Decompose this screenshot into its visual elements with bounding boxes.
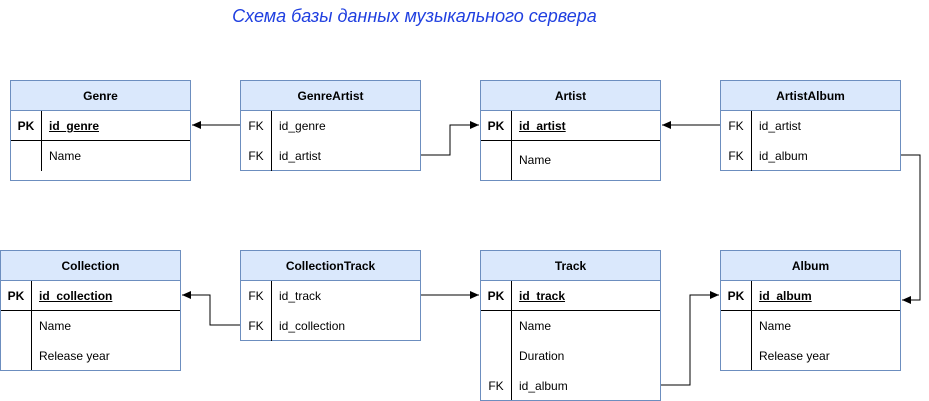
field-name: id_genre [279,119,326,133]
table-album[interactable]: Album PK id_album Name Release year [720,250,901,371]
field-name: id_artist [279,149,322,163]
table-row: FK id_album [481,371,660,401]
column-divider [751,281,752,370]
diagram-title: Схема базы данных музыкального сервера [232,6,597,26]
table-row: FK id_artist [241,141,420,171]
table-genre-header: Genre [11,81,190,111]
field-name: Name [49,149,82,163]
link-collectiontrack-collection [182,291,240,326]
table-genre-artist[interactable]: GenreArtist FK id_genre FK id_artist [240,80,421,171]
field-name: id_artist [519,119,566,133]
column-divider [31,281,32,370]
field-name: Duration [519,349,565,363]
table-track[interactable]: Track PK id_track Name Duration FK id_al… [480,250,661,401]
table-artist[interactable]: Artist PK id_artist Name [480,80,661,181]
column-divider [751,111,752,171]
table-row: PK id_track [481,281,660,311]
field-name: Name [759,319,792,333]
table-row: Name [11,141,190,171]
table-row: PK id_genre [11,111,190,141]
key-label: PK [17,119,35,133]
table-row: PK id_album [721,281,900,311]
table-row: Duration [481,341,660,371]
key-label: PK [487,119,505,133]
key-label: FK [728,119,744,133]
field-name: Name [519,153,552,167]
table-row: Release year [721,341,900,371]
table-collection[interactable]: Collection PK id_collection Name Release… [0,250,181,371]
table-artist-header: Artist [481,81,660,111]
table-row: FK id_artist [721,111,900,141]
table-track-header: Track [481,251,660,281]
table-row: Name [1,311,180,341]
key-label: FK [248,119,264,133]
column-divider [41,111,42,171]
link-artistalbum-album [901,154,921,304]
table-row: Name [481,141,660,179]
table-row: PK id_artist [481,111,660,141]
link-genreartist-artist [421,121,479,156]
field-name: id_artist [759,119,802,133]
column-divider [271,111,272,171]
field-name: id_album [519,379,568,393]
column-divider [271,281,272,341]
field-name: Release year [759,349,830,363]
key-label: FK [488,379,504,393]
table-album-header: Album [721,251,900,281]
field-name: Name [519,319,552,333]
key-label: FK [728,149,744,163]
field-name: id_track [519,289,566,303]
table-artist-album[interactable]: ArtistAlbum FK id_artist FK id_album [720,80,901,171]
column-divider [511,111,512,180]
table-row: FK id_collection [241,311,420,341]
field-name: id_album [759,289,812,303]
field-name: Name [39,319,72,333]
key-label: PK [487,289,505,303]
column-divider [511,281,512,400]
table-genre[interactable]: Genre PK id_genre Name [10,80,191,181]
field-name: id_collection [39,289,113,303]
table-genre-artist-header: GenreArtist [241,81,420,111]
field-name: id_track [279,289,322,303]
field-name: id_genre [49,119,100,133]
key-label: FK [248,149,264,163]
table-collection-track[interactable]: CollectionTrack FK id_track FK id_collec… [240,250,421,341]
table-collection-header: Collection [1,251,180,281]
table-row: FK id_genre [241,111,420,141]
key-label: FK [248,319,264,333]
table-artist-album-header: ArtistAlbum [721,81,900,111]
table-row: Name [721,311,900,341]
table-row: FK id_track [241,281,420,311]
table-row: FK id_album [721,141,900,171]
table-row: Name [481,311,660,341]
key-label: PK [727,289,745,303]
field-name: Release year [39,349,110,363]
field-name: id_collection [279,319,346,333]
table-row: PK id_collection [1,281,180,311]
key-label: FK [248,289,264,303]
link-track-album [661,291,719,386]
table-collection-track-header: CollectionTrack [241,251,420,281]
field-name: id_album [759,149,808,163]
table-row: Release year [1,341,180,371]
key-label: PK [7,289,25,303]
